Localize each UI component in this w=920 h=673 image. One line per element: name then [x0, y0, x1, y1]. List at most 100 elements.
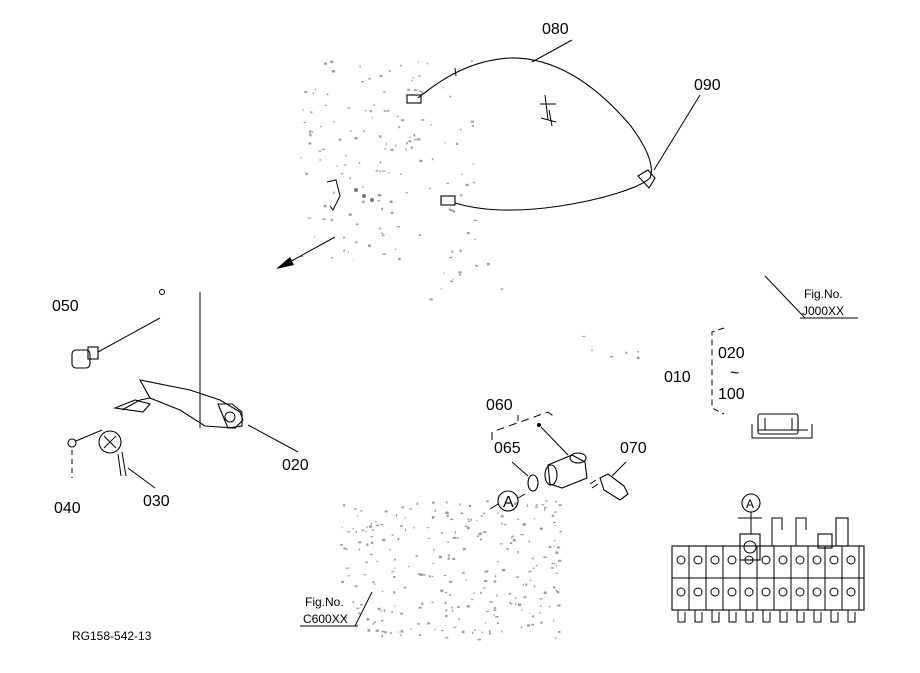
speckle-dot — [381, 590, 384, 592]
speckle-dot — [417, 61, 419, 63]
speckle-dot — [496, 561, 499, 563]
valve-port — [778, 587, 788, 597]
speckle-dot — [381, 630, 385, 633]
drawing-reference: RG158-542-13 — [72, 629, 152, 643]
speckle-dot — [484, 622, 487, 624]
speckle-dot — [500, 543, 503, 545]
speckle-dot — [445, 609, 448, 612]
speckle-dot — [405, 528, 406, 531]
speckle-dot — [543, 508, 545, 511]
speckle-dot — [302, 109, 304, 111]
kit-legend — [711, 327, 813, 439]
speckle-dot — [370, 522, 372, 525]
speckle-dot — [379, 169, 381, 173]
speckle-dot — [418, 606, 422, 609]
speckle-dot — [459, 503, 461, 506]
callout-070: 070 — [620, 440, 647, 457]
speckle-dot — [359, 65, 361, 68]
marker-a-fitting — [489, 490, 526, 512]
speckle-dot — [347, 575, 350, 577]
speckle-dot — [330, 60, 334, 64]
speckle-dot — [404, 517, 406, 519]
speckle-dot — [445, 511, 449, 514]
speckle-dot — [457, 606, 460, 608]
speckle-dot — [474, 238, 476, 240]
speckle-dot — [413, 134, 416, 137]
speckle-dot — [448, 580, 453, 583]
speckle-dot — [400, 173, 402, 175]
speckle-dot — [518, 603, 522, 606]
speckle-dot — [310, 111, 313, 114]
speckle-dot — [430, 124, 432, 126]
speckle-dot — [475, 264, 478, 267]
speckle-dot — [429, 298, 433, 301]
speckle-dot — [556, 591, 560, 594]
speckle-dot — [377, 607, 381, 610]
speckle-dot — [421, 119, 425, 121]
speckle-dot — [370, 541, 374, 544]
speckle-dot — [610, 355, 614, 358]
speckle-dot — [399, 64, 402, 67]
speckle-dot — [419, 634, 421, 637]
speckle-dot — [486, 500, 489, 502]
speckle-dot — [515, 596, 517, 599]
valve-port-a — [739, 533, 761, 561]
speckle-dot — [324, 104, 327, 106]
speckle-dot — [452, 210, 456, 213]
speckle-dot — [500, 515, 504, 518]
speckle-dot — [431, 575, 434, 577]
speckle-dot — [420, 573, 423, 576]
speckle-dot — [445, 637, 449, 639]
speckle-dot — [359, 510, 363, 512]
speckle-dot — [471, 631, 474, 634]
speckle-dot — [333, 191, 335, 194]
speckle-dot — [451, 250, 454, 253]
valve-port — [727, 587, 737, 597]
speckle-dot — [376, 560, 379, 562]
speckle-dot — [444, 142, 446, 144]
fig-ref-title-1: Fig.No. — [804, 287, 843, 301]
speckle-dot — [558, 504, 562, 507]
speckle-dot — [381, 619, 384, 622]
speckle-dot — [549, 605, 551, 608]
speckle-dot — [352, 601, 354, 603]
speckle-dot — [450, 209, 453, 212]
speckle-dot — [305, 172, 309, 175]
speckle-dot — [447, 557, 450, 560]
speckle-dot — [308, 142, 312, 145]
valve-foot — [711, 610, 720, 623]
speckle-dot — [341, 527, 343, 529]
speckle-dot — [434, 628, 436, 631]
speckle-dot — [394, 558, 396, 561]
speckle-dot — [319, 159, 322, 161]
speckle-dot — [485, 570, 489, 572]
speckle-dot — [539, 598, 543, 600]
speckle-dot — [313, 236, 316, 238]
speckle-dot — [517, 518, 520, 521]
speckle-dot — [440, 589, 444, 592]
speckle-dot — [326, 93, 329, 96]
speckle-dot — [476, 535, 479, 537]
speckle-dot — [493, 580, 497, 583]
speckle-dot — [466, 605, 470, 608]
speckle-dot — [396, 115, 399, 118]
speckle-dot — [528, 540, 530, 543]
speckle-dot — [381, 232, 384, 234]
speckle-dot — [394, 605, 396, 607]
speckle-dot — [493, 614, 495, 616]
speckle-dot — [470, 518, 473, 521]
speckle-dot — [449, 95, 452, 98]
speckle-dot — [372, 581, 375, 584]
valve-port — [676, 555, 686, 565]
speckle-dot — [324, 204, 327, 208]
speckle-dot — [520, 626, 523, 629]
speckle-dot — [553, 619, 555, 622]
leader-090 — [653, 94, 701, 171]
speckle-dot — [427, 537, 431, 539]
speckle-dot — [343, 164, 347, 166]
speckle-dot — [553, 586, 556, 589]
speckle-dot — [345, 154, 347, 157]
valve-port — [812, 587, 822, 597]
speckle-dot — [637, 351, 639, 353]
